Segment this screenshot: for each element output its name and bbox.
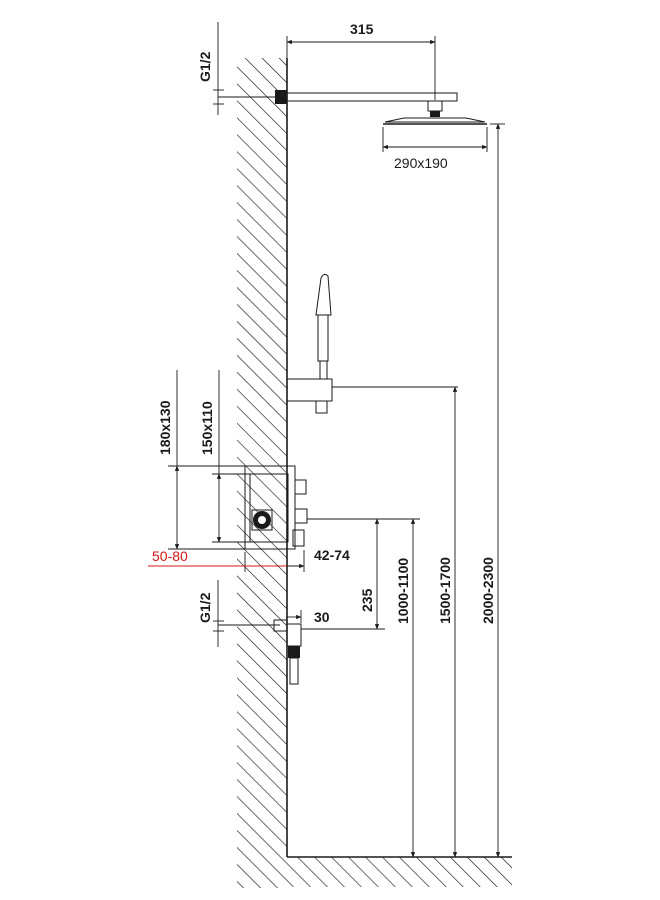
dimension-wall-depth: 50-80 bbox=[148, 548, 287, 572]
concealed-mixer-box bbox=[244, 465, 385, 550]
dimension-head-height: 2000-2300 bbox=[480, 123, 505, 858]
outlet-nut bbox=[288, 646, 300, 658]
floor bbox=[287, 856, 512, 887]
bottom-outlet bbox=[218, 619, 302, 685]
shower-arm bbox=[218, 90, 458, 117]
dimension-handle-projection: 42-74 bbox=[287, 547, 350, 572]
mixer-height-label: 1000-1100 bbox=[395, 558, 411, 624]
inlet-top-label: G1/2 bbox=[197, 51, 213, 82]
mixer-to-spout-label: 235 bbox=[359, 588, 375, 612]
box-inner-label: 150x110 bbox=[199, 401, 215, 455]
handle-projection-label: 42-74 bbox=[314, 547, 350, 563]
inlet-bottom-label: G1/2 bbox=[197, 592, 213, 623]
dimension-inlet-top: G1/2 bbox=[197, 22, 224, 115]
spout-projection-label: 30 bbox=[314, 609, 330, 625]
dimension-box-outer: 180x130 bbox=[157, 370, 245, 550]
dimension-head-size: 290x190 bbox=[382, 127, 488, 171]
head-nut bbox=[430, 111, 440, 117]
wall-depth-label: 50-80 bbox=[152, 548, 188, 564]
dimension-mixer-height: 1000-1100 bbox=[385, 518, 420, 858]
dimension-arm-length: 315 bbox=[286, 21, 436, 100]
dimension-inlet-bottom: G1/2 bbox=[197, 580, 224, 647]
head-size-label: 290x190 bbox=[394, 155, 448, 171]
hand-shower bbox=[315, 273, 332, 380]
dimension-mixer-to-spout: 235 bbox=[301, 518, 385, 630]
head-height-label: 2000-2300 bbox=[480, 557, 496, 624]
holder-height-label: 1500-1700 bbox=[437, 557, 453, 624]
dimension-holder-height: 1500-1700 bbox=[437, 386, 458, 858]
shower-head bbox=[383, 117, 487, 125]
arm-length-label: 315 bbox=[350, 21, 374, 37]
head-connector bbox=[427, 100, 443, 112]
dimension-spout-projection: 30 bbox=[287, 609, 330, 625]
floor-hatching bbox=[287, 857, 512, 887]
hand-shower-holder bbox=[286, 378, 458, 414]
box-outer-label: 180x130 bbox=[157, 400, 173, 455]
arm-pipe bbox=[286, 92, 458, 102]
arm-flange bbox=[275, 90, 287, 104]
dimension-box-inner: 150x110 bbox=[199, 370, 250, 543]
